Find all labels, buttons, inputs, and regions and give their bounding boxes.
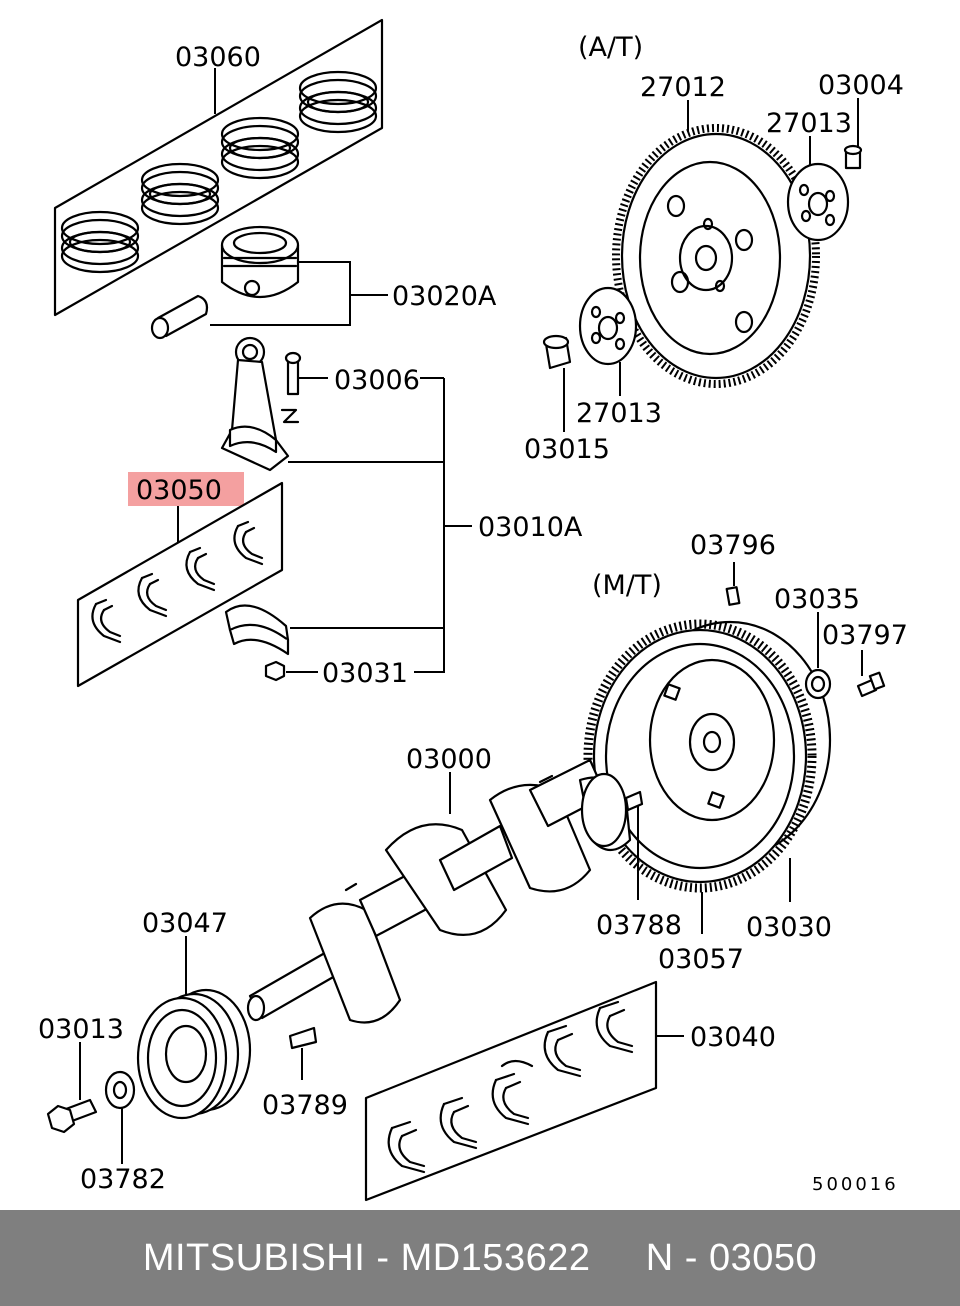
highlight-03050	[128, 472, 244, 506]
woodruff-key	[288, 1026, 318, 1050]
flywheel-bolt	[856, 671, 886, 698]
label-03020a: 03020A	[392, 281, 497, 312]
label-03004: 03004	[818, 70, 904, 101]
pilot-bushing	[542, 334, 572, 370]
label-03788: 03788	[596, 910, 682, 941]
note-at: (A/T)	[578, 32, 643, 63]
connecting-rod	[220, 336, 290, 472]
label-03030: 03030	[746, 912, 832, 943]
label-03013: 03013	[38, 1014, 124, 1045]
label-27012: 27012	[640, 72, 726, 103]
crankshaft	[246, 758, 632, 1024]
label-03057: 03057	[658, 944, 744, 975]
flywheel	[583, 619, 832, 893]
adapter-plate-front	[578, 286, 638, 366]
label-03040: 03040	[690, 1022, 776, 1053]
footer-part-info: MITSUBISHI - MD153622 N - 03050	[142, 1236, 818, 1279]
label-27013-bottom: 27013	[576, 398, 662, 429]
label-03035: 03035	[774, 584, 860, 615]
label-03060: 03060	[175, 42, 261, 73]
drive-plate	[612, 124, 820, 388]
label-03050: 03050	[136, 475, 222, 506]
label-03006: 03006	[334, 365, 420, 396]
label-03047: 03047	[142, 908, 228, 939]
piston	[220, 225, 300, 299]
label-03782: 03782	[80, 1164, 166, 1195]
rod-nut	[264, 660, 286, 682]
label-03789: 03789	[262, 1090, 348, 1121]
rod-bearing-set	[76, 481, 284, 688]
label-03031: 03031	[322, 658, 408, 689]
label-03000: 03000	[406, 744, 492, 775]
rod-cap	[224, 604, 290, 656]
pilot-bearing	[804, 668, 832, 700]
footer-bar: MITSUBISHI - MD153622 N - 03050	[0, 1210, 960, 1306]
rod-bolt	[284, 351, 302, 396]
label-03796: 03796	[690, 530, 776, 561]
pulley-washer	[104, 1070, 136, 1110]
label-03797: 03797	[822, 620, 908, 651]
drive-plate-bolt	[843, 144, 863, 170]
piston-ring-set	[53, 18, 384, 317]
label-27013-top: 27013	[766, 108, 852, 139]
dowel-pin-top	[725, 586, 741, 606]
piston-pin	[150, 294, 209, 340]
parts-diagram: 03060 03020A 03006 03010A 030	[38, 18, 908, 1202]
diagram-code: 500016	[812, 1174, 899, 1195]
main-bearing-set	[364, 980, 658, 1202]
crank-pulley	[136, 988, 252, 1120]
label-03015: 03015	[524, 434, 610, 465]
note-mt: (M/T)	[592, 570, 662, 601]
label-03010a: 03010A	[478, 512, 583, 543]
pulley-bolt	[46, 1098, 98, 1134]
adapter-plate-rear	[786, 162, 850, 242]
